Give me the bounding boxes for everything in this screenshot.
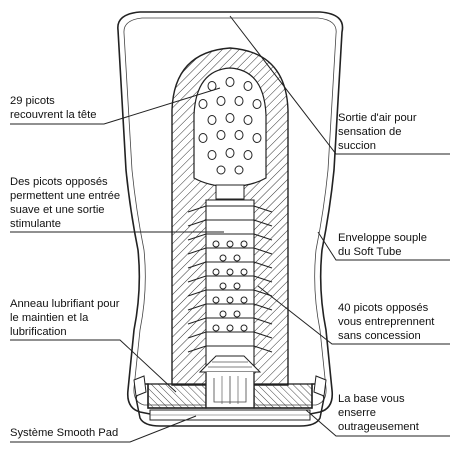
channel-nub: [240, 324, 248, 332]
channel-nub: [212, 268, 220, 276]
rib: [187, 345, 273, 353]
ring-right: [253, 383, 313, 409]
channel-nub: [240, 268, 248, 276]
head-nub-group: [198, 77, 262, 175]
head-nub: [225, 77, 235, 87]
channel-nub: [212, 324, 220, 332]
head-nub: [216, 165, 226, 175]
rib: [187, 247, 273, 255]
channel-nub: [219, 310, 227, 318]
leader-anneau: [10, 339, 177, 393]
head-nub: [207, 115, 217, 125]
base-clip-left: [133, 375, 147, 397]
channel-nub: [219, 282, 227, 290]
rib: [187, 275, 273, 283]
base-cap: [135, 383, 325, 427]
rib-group: [187, 205, 273, 353]
channel-nub: [212, 296, 220, 304]
channel-nub: [240, 296, 248, 304]
rib: [187, 289, 273, 297]
channel-nub: [226, 296, 234, 304]
head-nub: [225, 148, 235, 158]
head-nub: [252, 99, 262, 109]
inner-cavity-neck: [215, 184, 245, 200]
callout-soft-envelope: Enveloppe souple du Soft Tube: [338, 232, 427, 258]
rib: [187, 317, 273, 325]
callout-base: La base vous enserre outrageusement: [338, 393, 419, 433]
callout-opposed-nubs: Des picots opposés permettent une entrée…: [10, 176, 121, 230]
head-nub: [198, 99, 208, 109]
callout-lubricating-ring: Anneau lubrifiant pour le maintien et la…: [10, 298, 120, 338]
leader-quarante: [257, 285, 450, 345]
rib: [187, 233, 273, 241]
inner-envelope-shape: [123, 17, 337, 406]
leader-smooth: [10, 415, 197, 443]
callout-forty-nubs: 40 picots opposés vous entreprennent san…: [338, 302, 435, 342]
callout-head-nubs: 29 picots recouvrent la tête: [10, 95, 97, 121]
rib: [187, 219, 273, 227]
callout-air-outlet: Sortie d'air pour sensation de succion: [338, 112, 417, 152]
head-nub: [243, 81, 253, 91]
rib: [187, 331, 273, 339]
rib: [187, 303, 273, 311]
head-nub: [198, 133, 208, 143]
channel-nub: [212, 240, 220, 248]
head-nub: [243, 115, 253, 125]
leader-lines: [10, 15, 450, 443]
base-clip-right: [313, 375, 327, 397]
channel-nub: [240, 240, 248, 248]
rib: [187, 261, 273, 269]
lubricating-ring: [147, 383, 313, 409]
ring-left: [147, 383, 207, 409]
rib: [187, 205, 273, 213]
head-nub: [243, 150, 253, 160]
channel-nub: [233, 282, 241, 290]
leader-air: [229, 15, 450, 155]
head-nub: [252, 133, 262, 143]
head-nub: [207, 150, 217, 160]
channel-nub: [226, 324, 234, 332]
outer-envelope-shape: [117, 11, 344, 415]
channel-nub-group: [212, 240, 248, 332]
leader-base: [305, 409, 450, 437]
head-nub: [216, 96, 226, 106]
callout-smooth-pad: Système Smooth Pad: [10, 427, 119, 439]
channel-nub: [219, 254, 227, 262]
head-nub: [225, 113, 235, 123]
leader-enveloppe: [317, 231, 450, 261]
head-nub: [234, 130, 244, 140]
head-nub: [234, 96, 244, 106]
leader-tete: [10, 87, 221, 125]
channel-nub: [233, 310, 241, 318]
head-nub: [234, 165, 244, 175]
head-nub: [216, 130, 226, 140]
channel-nub: [226, 268, 234, 276]
channel-nub: [226, 240, 234, 248]
channel-nub: [233, 254, 241, 262]
